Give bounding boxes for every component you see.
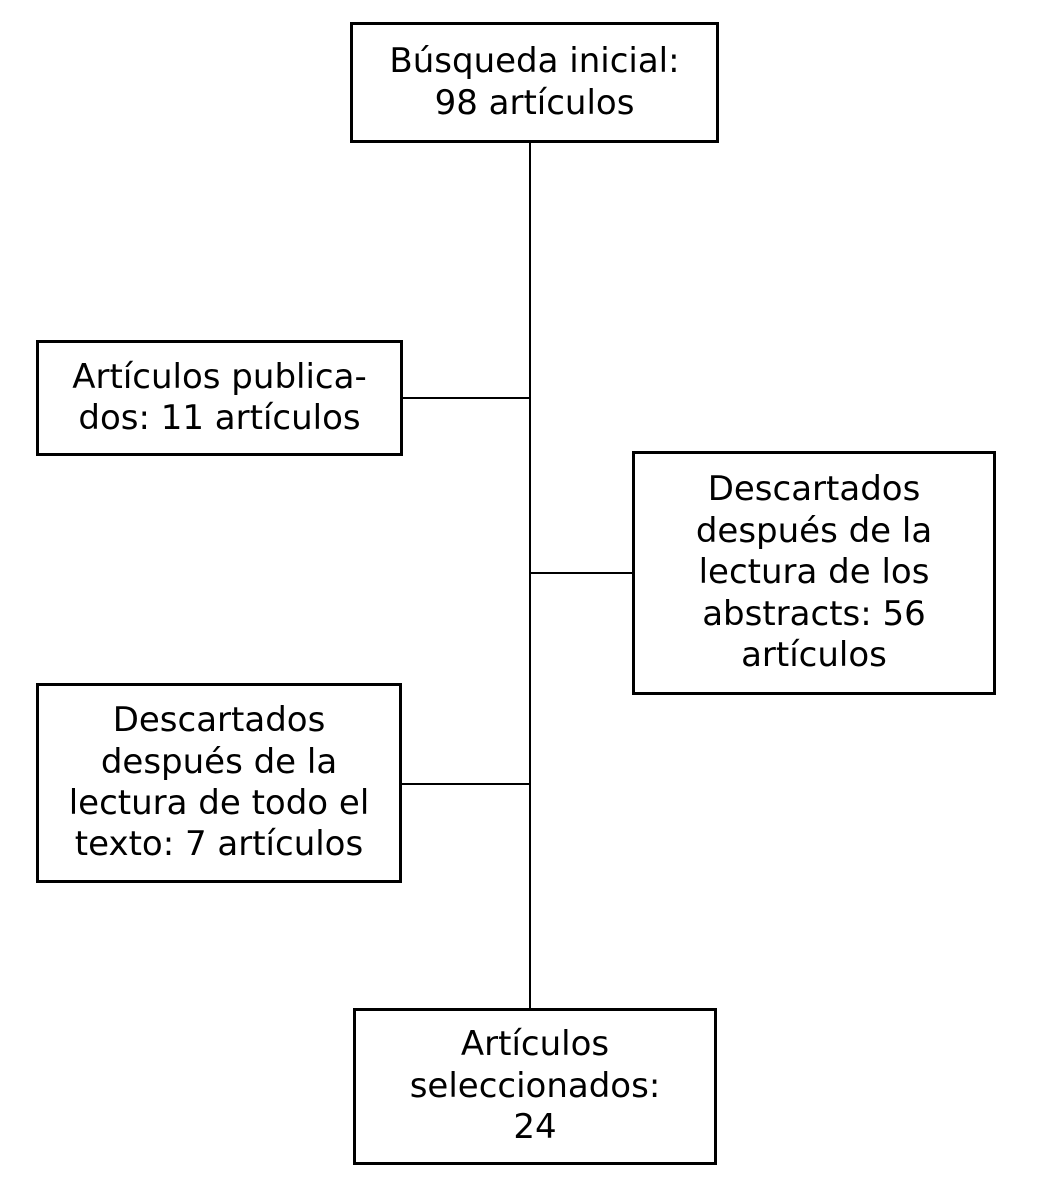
connector-vertical-spine: [529, 141, 531, 1010]
node-articulos-seleccionados: Artículos seleccionados: 24: [353, 1008, 717, 1165]
node-articulos-publicados: Artículos publica- dos: 11 artículos: [36, 340, 403, 456]
connector-to-descartados-texto: [400, 783, 530, 785]
node-descartados-texto: Descartados después de la lectura de tod…: [36, 683, 402, 883]
node-articulos-publicados-label: Artículos publica- dos: 11 artículos: [72, 356, 367, 438]
node-descartados-abstracts: Descartados después de la lectura de los…: [632, 451, 996, 695]
node-articulos-seleccionados-label: Artículos seleccionados: 24: [409, 1024, 661, 1148]
node-descartados-abstracts-label: Descartados después de la lectura de los…: [695, 469, 933, 676]
connector-to-descartados-abstracts: [530, 572, 633, 574]
connector-to-publicados: [401, 397, 530, 399]
node-descartados-texto-label: Descartados después de la lectura de tod…: [68, 700, 370, 865]
node-busqueda-inicial-label: Búsqueda inicial: 98 artículos: [389, 41, 680, 123]
node-busqueda-inicial: Búsqueda inicial: 98 artículos: [350, 22, 719, 143]
